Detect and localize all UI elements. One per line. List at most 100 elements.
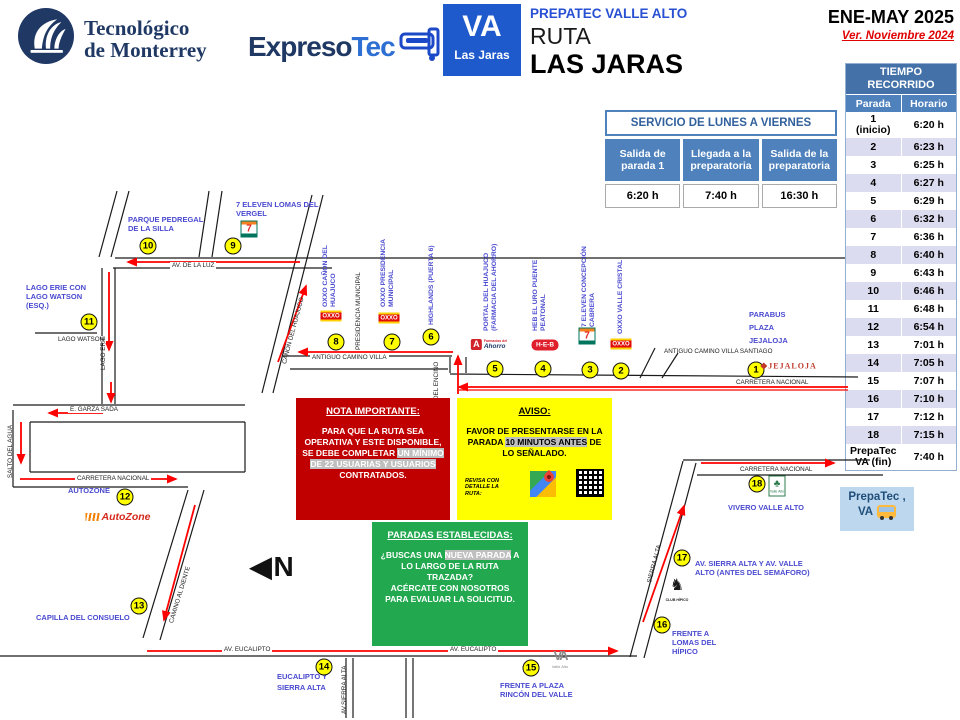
map-stop-14: 14 — [315, 658, 333, 676]
stop-label: PARQUE PEDREGAL DE LA SILLA — [128, 215, 204, 233]
school-name: PREPATEC VALLE ALTO — [530, 6, 688, 21]
servicio-table-title: SERVICIO DE LUNES A VIERNES — [605, 110, 837, 136]
parada-cell: 9 — [846, 264, 902, 282]
seven-eleven-logo: 7 — [240, 220, 258, 238]
aviso-title: AVISO: — [518, 406, 551, 417]
horario-cell: 6:48 h — [913, 302, 944, 315]
horario-cell: 7:10 h — [913, 392, 944, 405]
seven-eleven-mark: 7 — [578, 327, 596, 345]
street-line — [449, 373, 859, 378]
horario-cell: 6:20 h — [913, 118, 944, 131]
parada-cell: 3 — [846, 156, 902, 174]
horario-cell: 6:40 h — [913, 248, 944, 261]
table-row: PrepaTec VA (fin)7:40 h — [846, 444, 956, 470]
parada-cell: 6 — [846, 210, 902, 228]
horario-cell: 6:29 h — [913, 194, 944, 207]
parada-cell: 8 — [846, 246, 902, 264]
aviso-footer: REVISA CON DETALLE LA RUTA: — [463, 469, 606, 497]
va-route-badge: VA Las Jaras — [443, 4, 521, 76]
map-stop-16: 16 — [653, 616, 671, 634]
stop-label: PARABUS PLAZA JEJALOJA — [749, 310, 788, 345]
street-label: ANTIGUO CAMINO VILLA SANTIAGO — [664, 348, 773, 355]
paradas-text-segment: A LO LARGO DE LA RUTA TRAZADA? ACÉRCATE … — [385, 550, 520, 604]
jejaloja-logo: JEJALOJA — [760, 362, 816, 371]
horario-cell: 6:25 h — [913, 158, 944, 171]
horario-cell: 7:40 h — [913, 450, 944, 463]
parada-cell: 17 — [846, 408, 902, 426]
street-line — [98, 190, 118, 258]
stop-label: AV. SIERRA ALTA Y AV. VALLE ALTO (ANTES … — [695, 559, 810, 577]
ahorro-mark: A — [470, 338, 482, 350]
map-stop-6: 6 — [422, 328, 440, 346]
parada-cell: 10 — [846, 282, 902, 300]
nota-body: PARA QUE LA RUTA SEA OPERATIVA Y ESTE DI… — [302, 426, 444, 481]
map-stop-8: 8 — [327, 333, 345, 351]
stop-label: FRENTE A LOMAS DEL HÍPICO — [672, 629, 717, 656]
stop-label: 7 ELEVEN CONCEPCIÓN CABRERA — [581, 246, 596, 327]
street-label: CARRETERA NACIONAL — [75, 475, 152, 482]
horario-cell: 7:07 h — [913, 374, 944, 387]
stop-label: 7 ELEVEN LOMAS DEL VERGEL — [236, 200, 319, 218]
col-header-parada: Parada — [846, 95, 902, 112]
street-label: SALTO DEL AGUA — [7, 424, 14, 478]
street-label: PRESIDENCIA MUNICIPAL — [355, 272, 362, 350]
parada-cell: 4 — [846, 174, 902, 192]
oxxo-logo: OXXO — [610, 338, 632, 350]
paradas-body: ¿BUSCAS UNA NUEVA PARADA A LO LARGO DE L… — [378, 550, 522, 605]
seven-glyph: 7 — [584, 330, 590, 341]
tec-de-monterrey-logo: Tecnológico de Monterrey — [18, 8, 207, 69]
table-row: 6 6:32 h — [846, 210, 956, 228]
stop-label: PORTAL DEL HUAJUCO (FARMACIA DEL AHORRO) — [483, 243, 498, 331]
paradas-text-segment: ¿BUSCAS UNA — [380, 550, 445, 560]
prepatec-box-line2: VA — [857, 505, 874, 518]
expresotec-bus-icon — [399, 26, 441, 67]
oxxo-mark: OXXO — [378, 312, 400, 324]
street-label: CARRETERA NACIONAL — [736, 379, 809, 386]
parada-cell: 13 — [846, 336, 902, 354]
paradas-title: PARADAS ESTABLECIDAS: — [387, 530, 513, 541]
nota-importante-box: NOTA IMPORTANTE: PARA QUE LA RUTA SEA OP… — [296, 398, 450, 520]
servicio-value-cell: 7:40 h — [683, 184, 759, 208]
stop-label: LAGO ERIE CON LAGO WATSON (ESQ.) — [26, 283, 87, 310]
street-label: LAGO WATSON — [56, 336, 107, 343]
table-row: 8 6:40 h — [846, 246, 956, 264]
map-stop-10: 10 — [139, 237, 157, 255]
map-stop-15: 15 — [522, 659, 540, 677]
map-stop-5: 5 — [486, 360, 504, 378]
street-label: E. GARZA SADA — [68, 406, 120, 413]
route-arrow — [642, 504, 686, 623]
stop-label: HEB EL URO PUENTE PEATONAL — [532, 259, 547, 331]
route-arrow — [161, 504, 196, 622]
street-label: ANTIGUO CAMINO VILLA — [310, 354, 389, 361]
paradas-text-segment: NUEVA PARADA — [444, 550, 512, 560]
bus-icon — [877, 505, 897, 520]
oxxo-logo: OXXO — [378, 312, 400, 324]
map-stop-7: 7 — [383, 333, 401, 351]
badge-route-name: Las Jaras — [454, 48, 510, 62]
street-line — [629, 460, 684, 658]
street-label: AV.SIERRA ALTA — [341, 665, 348, 714]
heb-mark: H-E-B — [531, 339, 559, 351]
servicio-col-header: Salida de la preparatoria — [761, 139, 837, 181]
horario-cell: 6:32 h — [913, 212, 944, 225]
aviso-box: AVISO: FAVOR DE PRESENTARSE EN LA PARADA… — [457, 398, 612, 520]
servicio-col-header: Llegada a la preparatoria — [683, 139, 759, 181]
street-line — [211, 190, 223, 258]
autozone-logo: AutoZone — [85, 511, 151, 523]
nota-title: NOTA IMPORTANTE: — [326, 406, 420, 417]
map-stop-13: 13 — [130, 597, 148, 615]
street-label: CARRETERA NACIONAL — [738, 466, 815, 473]
oxxo-mark: OXXO — [320, 310, 342, 322]
parada-cell: 14 — [846, 354, 902, 372]
